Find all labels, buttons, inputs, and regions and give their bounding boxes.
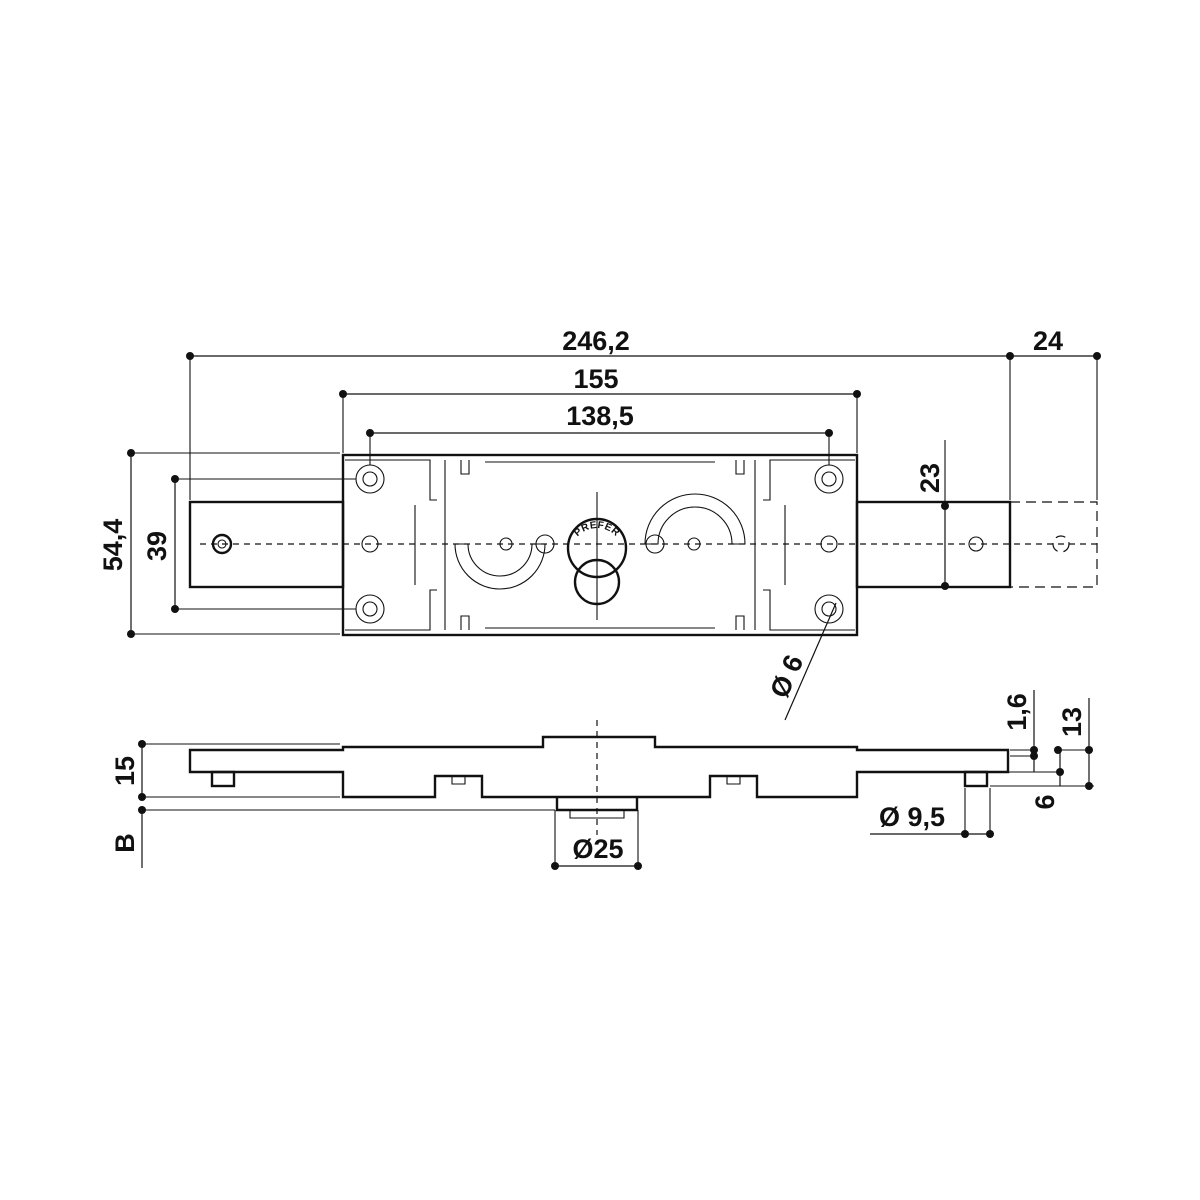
dim-overall-length: 246,2 xyxy=(562,326,630,356)
cylinder-housing xyxy=(566,517,628,579)
dim-bar-offset: 23 xyxy=(915,463,945,493)
dimensions: 246,2 24 155 138,5 54,4 39 23 xyxy=(98,326,1101,870)
side-notch xyxy=(726,776,741,785)
extension-hole-dashed xyxy=(1052,535,1070,553)
slot xyxy=(460,615,470,630)
cam-pin xyxy=(645,534,665,554)
body-hole xyxy=(361,535,379,553)
slot xyxy=(735,615,745,630)
side-notch xyxy=(451,776,466,785)
inner-detail xyxy=(345,459,437,501)
inner-detail xyxy=(763,589,855,631)
cylinder-bottom-detail xyxy=(569,810,625,819)
bar-hole xyxy=(968,536,984,552)
bar-hole xyxy=(211,533,233,555)
cam-slot-right xyxy=(644,493,746,545)
slot xyxy=(460,460,470,475)
dim-plate-thickness: 1,6 xyxy=(1002,693,1032,731)
dim-extension: 24 xyxy=(1033,326,1063,356)
cam-slot-left xyxy=(454,543,546,590)
side-view xyxy=(188,720,1010,835)
right-bar xyxy=(855,500,1012,589)
side-pin-left xyxy=(210,770,236,788)
cam-pin xyxy=(499,537,513,551)
cylinder-plug xyxy=(573,558,621,606)
top-view: PREFER xyxy=(188,453,1100,637)
inner-detail xyxy=(345,589,437,631)
cam-pin xyxy=(535,534,555,554)
inner-detail xyxy=(763,459,855,501)
dim-thickness-total: 15 xyxy=(110,756,140,786)
slot xyxy=(735,460,745,475)
body-hole xyxy=(820,535,838,553)
dim-hole-diameter: Ø 6 xyxy=(764,650,809,702)
dim-pin-diameter: Ø 9,5 xyxy=(879,802,945,832)
dim-thickness-6: 6 xyxy=(1030,794,1060,809)
dim-height-bar: 39 xyxy=(142,531,172,561)
lock-body-outline xyxy=(341,453,859,637)
dim-height-overall: 54,4 xyxy=(98,519,128,572)
inner-detail xyxy=(444,460,756,630)
brand-label: PREFER xyxy=(572,520,622,539)
dim-hole-spacing: 138,5 xyxy=(566,401,634,431)
mounting-hole xyxy=(814,594,844,624)
mounting-hole xyxy=(814,464,844,494)
bar-hole-inner xyxy=(217,539,227,549)
dim-body-length: 155 xyxy=(573,364,618,394)
mounting-hole xyxy=(355,594,385,624)
dim-thickness-13: 13 xyxy=(1057,707,1087,737)
side-profile xyxy=(188,735,1010,799)
cam-pin xyxy=(687,537,701,551)
mounting-hole xyxy=(355,464,385,494)
side-pin-right xyxy=(963,770,989,788)
dim-thickness-b: B xyxy=(110,833,140,853)
dim-cylinder-diameter: Ø25 xyxy=(572,834,623,864)
